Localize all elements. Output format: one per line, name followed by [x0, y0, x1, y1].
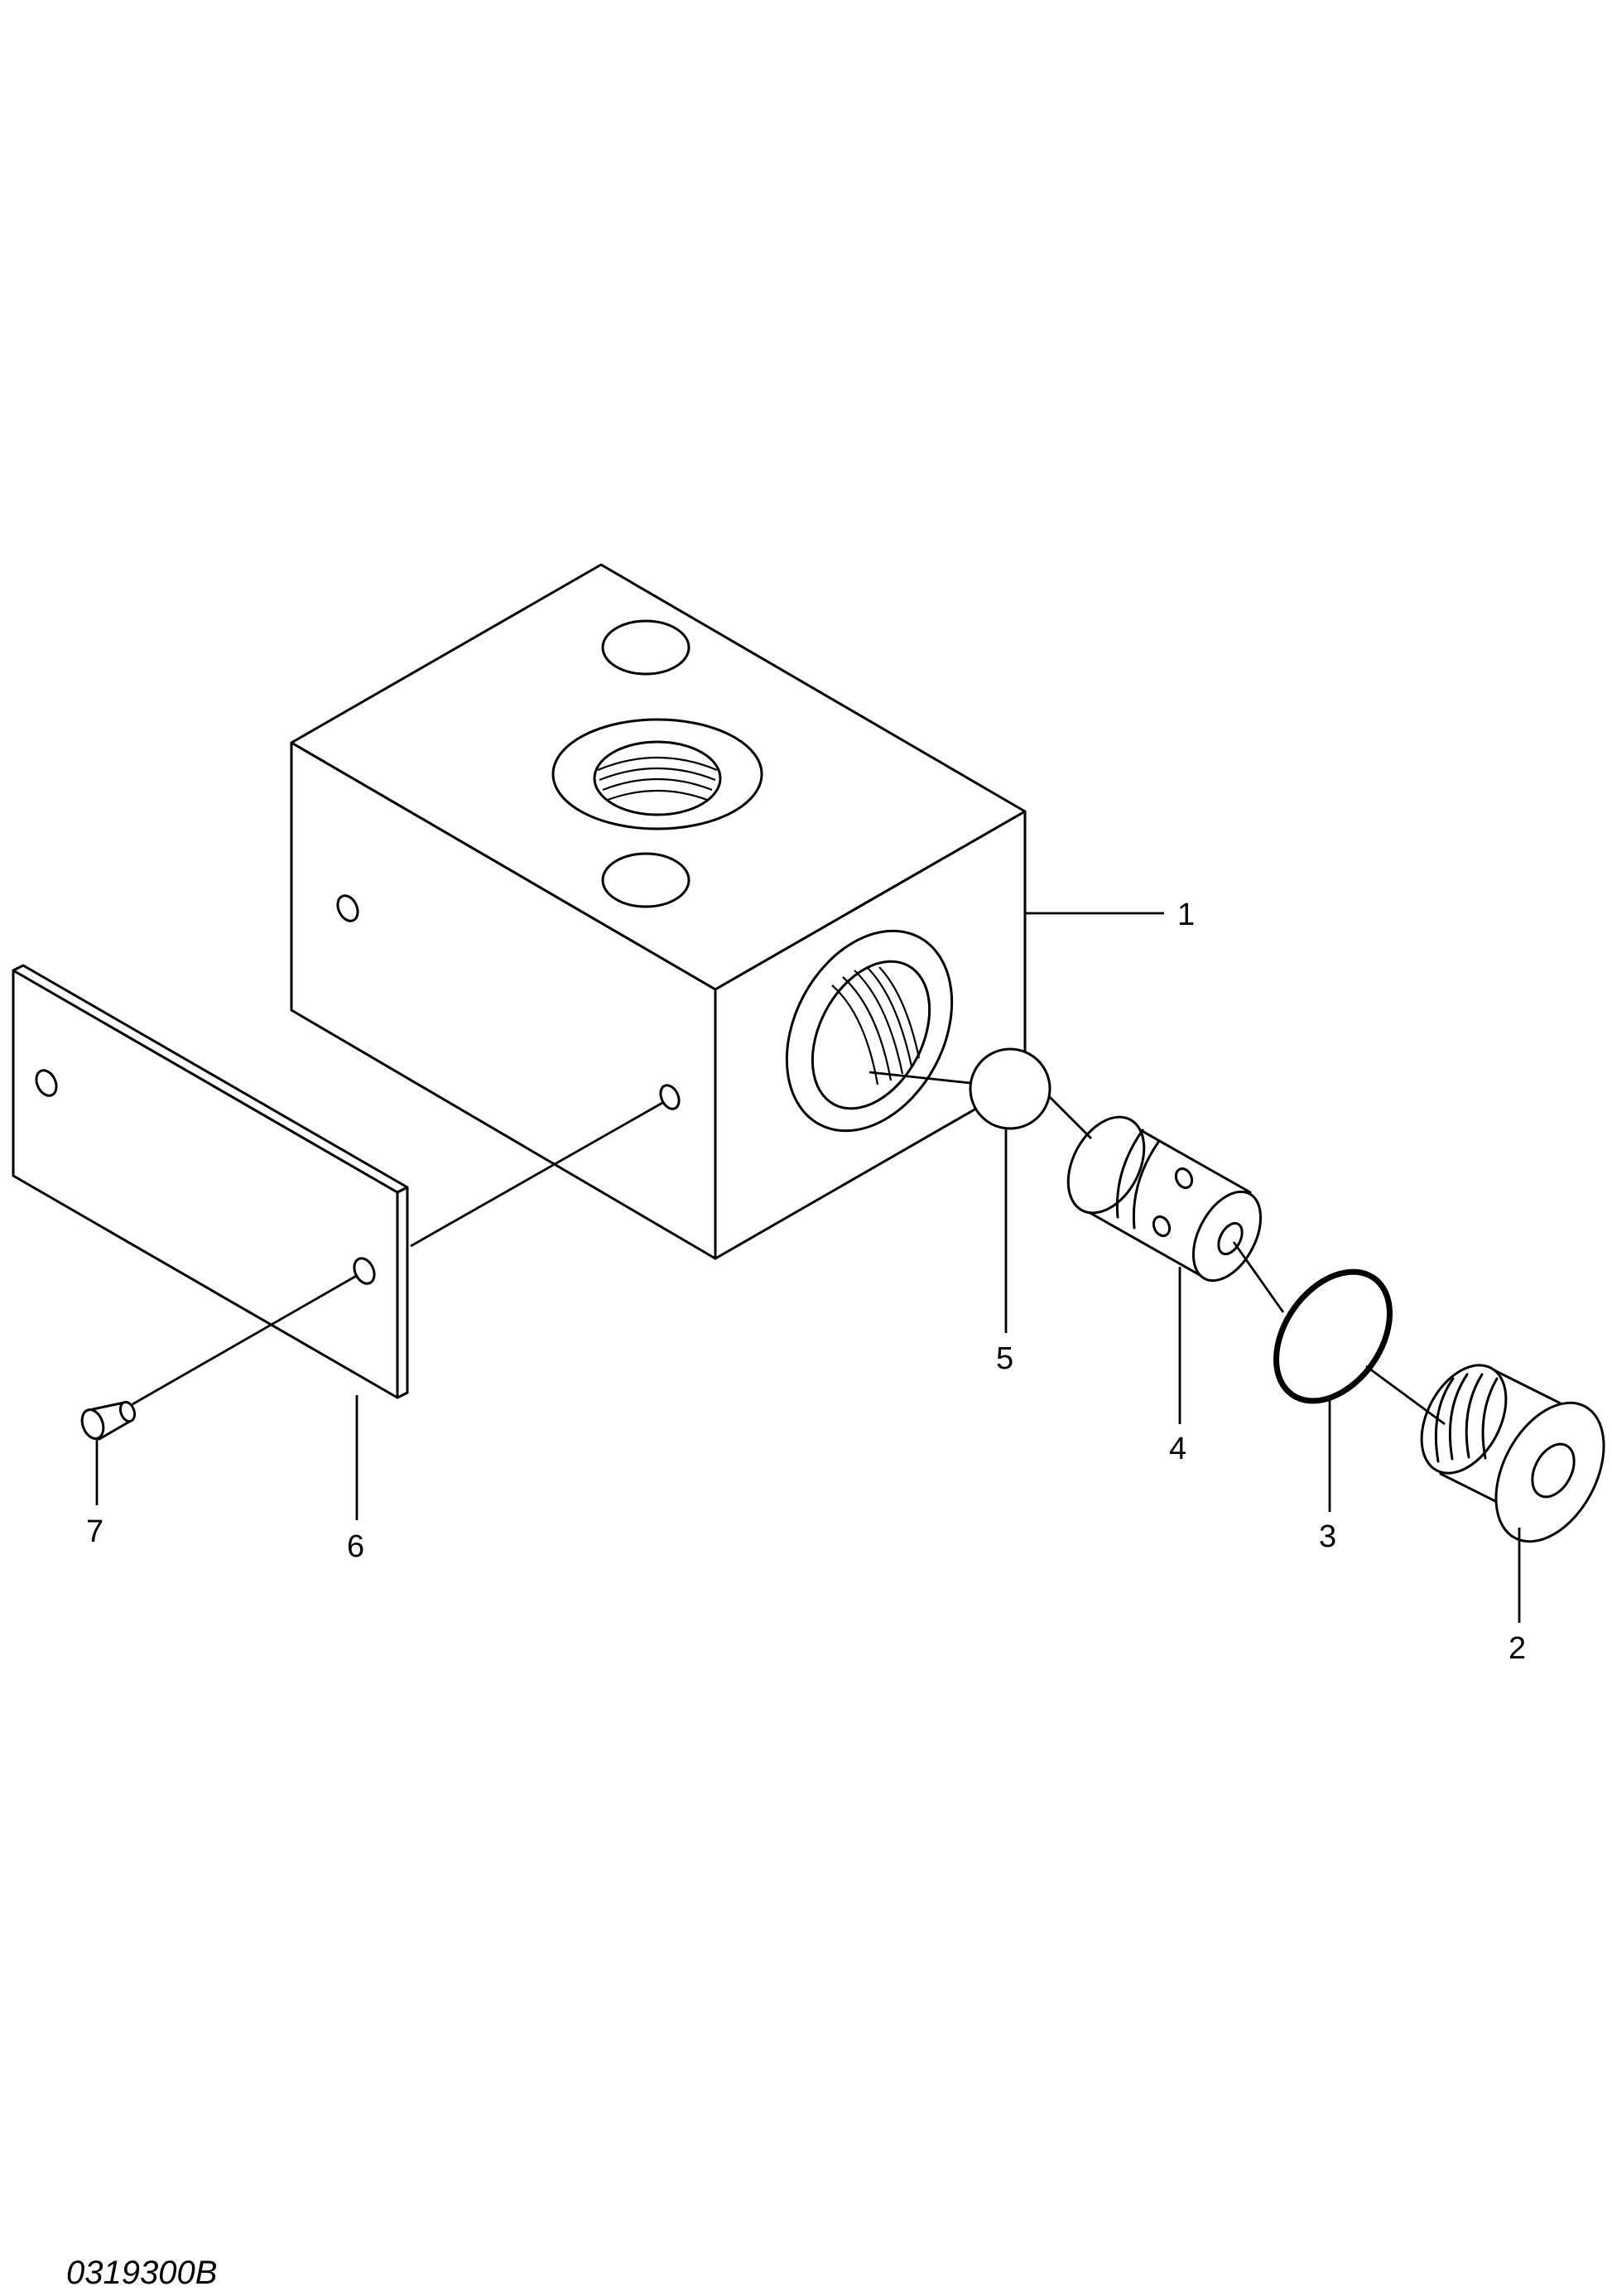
- o-ring: [1273, 1268, 1393, 1404]
- assembly-lines: [132, 1071, 1446, 1426]
- name-plate: [12, 964, 409, 1399]
- callout-6: 6: [347, 1529, 364, 1564]
- callout-7: 7: [86, 1514, 103, 1549]
- callout-leaders: [95, 912, 1521, 1623]
- check-valve-spool: [1066, 1115, 1263, 1283]
- callout-5: 5: [996, 1341, 1013, 1376]
- callout-4: 4: [1169, 1432, 1186, 1466]
- callout-2: 2: [1509, 1631, 1526, 1666]
- plug: [1420, 1364, 1605, 1543]
- valve-block: [290, 563, 1027, 1260]
- check-ball: [969, 1047, 1051, 1130]
- figure-code: 0319300B: [66, 2255, 217, 2291]
- callout-3: 3: [1319, 1519, 1336, 1554]
- callout-1: 1: [1177, 898, 1195, 932]
- rivet: [80, 1400, 137, 1441]
